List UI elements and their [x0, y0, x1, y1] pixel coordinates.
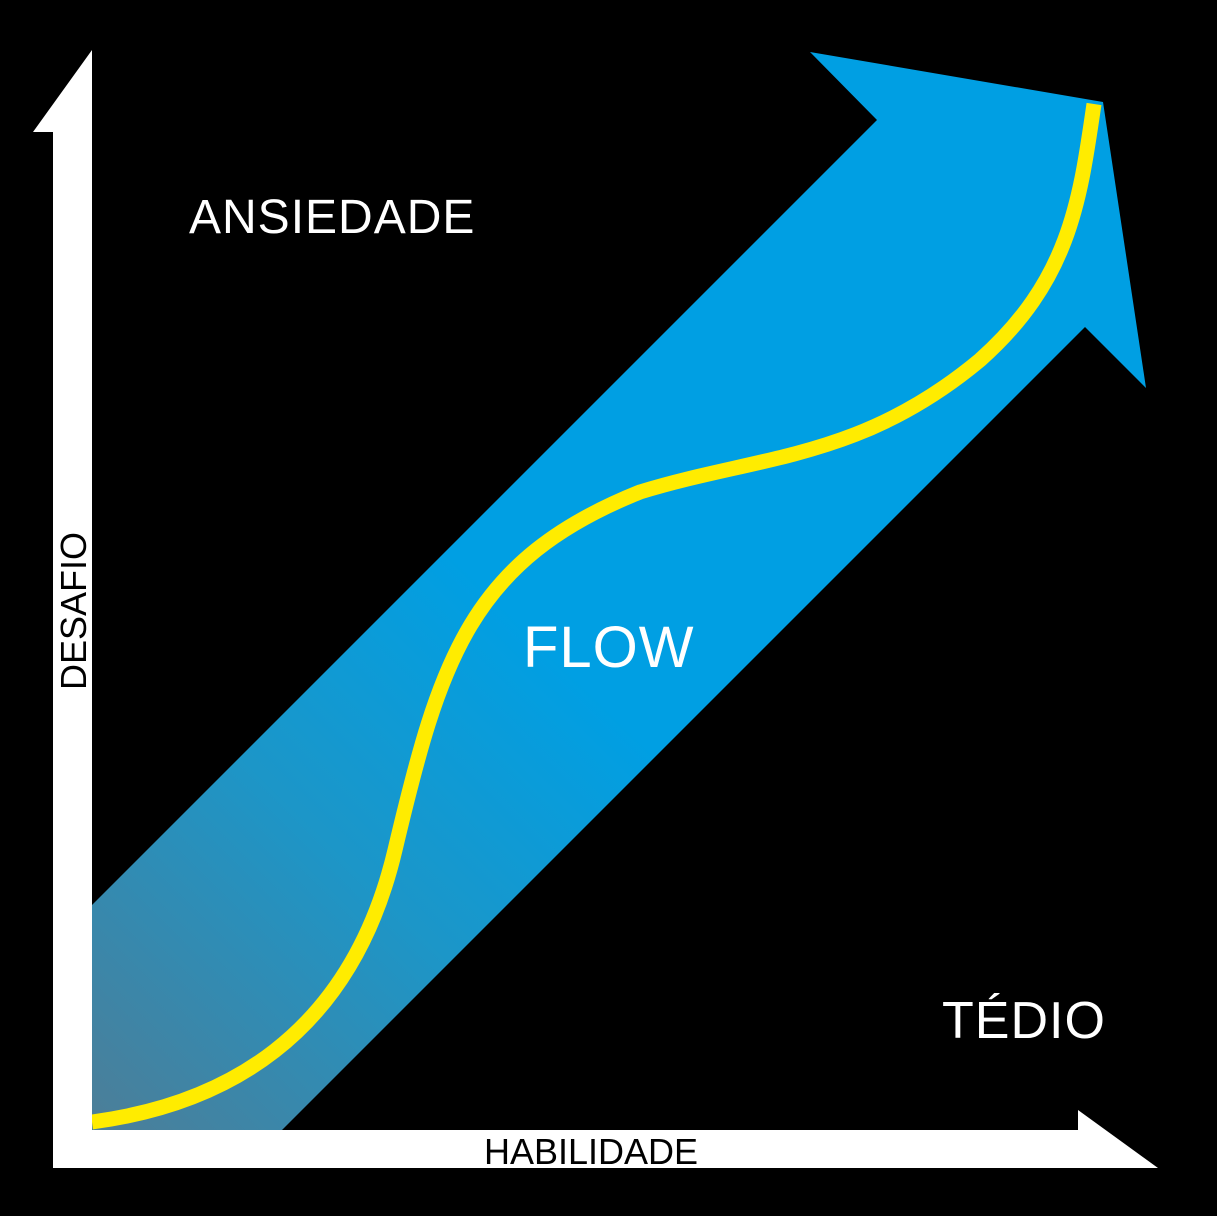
anxiety-label: ANSIEDADE — [189, 191, 475, 244]
x-axis-label: HABILIDADE — [484, 1131, 698, 1172]
x-axis-arrow — [53, 1110, 1158, 1168]
flow-label: FLOW — [523, 615, 695, 680]
flow-channel-arrow — [92, 52, 1146, 1130]
y-axis-label: DESAFIO — [53, 532, 94, 690]
boredom-label: TÉDIO — [942, 992, 1106, 1050]
flow-curve — [91, 102, 1102, 1130]
y-axis-arrow — [33, 50, 92, 1168]
